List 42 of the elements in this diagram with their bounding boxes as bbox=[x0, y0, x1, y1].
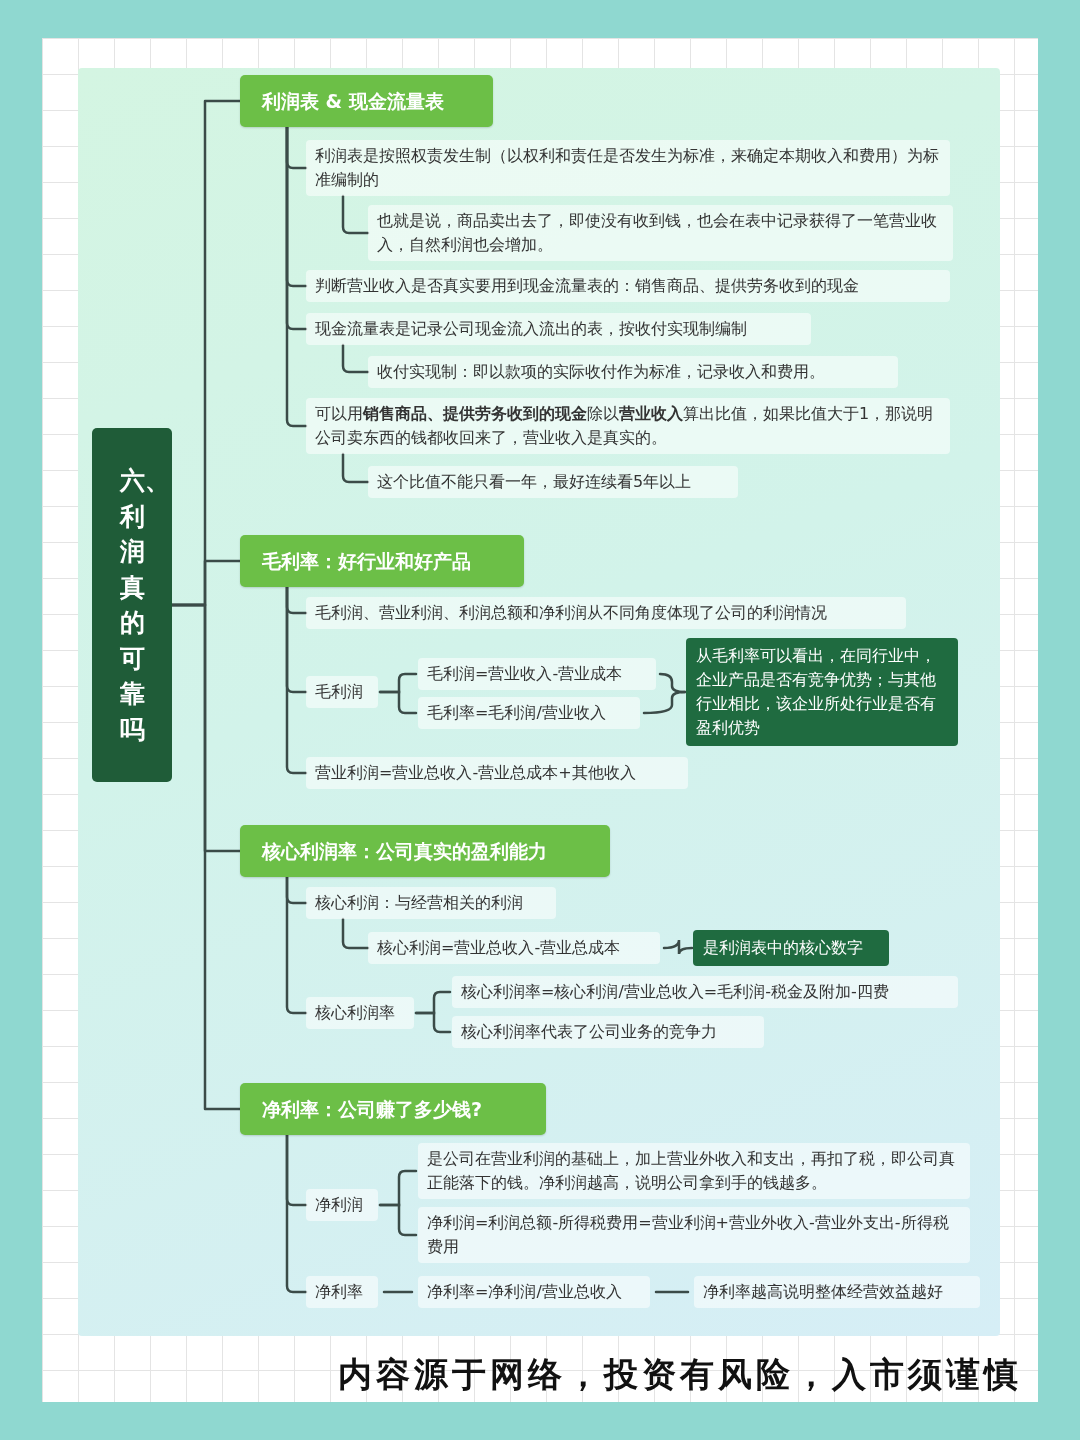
connector-line bbox=[341, 343, 370, 374]
connector-line bbox=[170, 603, 242, 1111]
note-text: 毛利润 bbox=[306, 676, 378, 708]
note-text: 核心利润率代表了公司业务的竞争力 bbox=[452, 1016, 764, 1048]
connector-line bbox=[414, 1011, 452, 1034]
note-text: 净利润 bbox=[306, 1189, 378, 1221]
note-text: 核心利润=营业总收入-营业总成本 bbox=[368, 932, 660, 964]
note-text: 判断营业收入是否真实要用到现金流量表的：销售商品、提供劳务收到的现金 bbox=[306, 270, 950, 302]
note-text: 净利率 bbox=[306, 1276, 378, 1308]
note-text: 营业利润=营业总收入-营业总成本+其他收入 bbox=[306, 757, 688, 789]
branch-heading: 核心利润率：公司真实的盈利能力 bbox=[240, 825, 610, 877]
connector-line bbox=[382, 1290, 414, 1294]
highlight-box: 从毛利率可以看出，在同行业中，企业产品是否有竞争优势；与其他行业相比，该企业所处行业是否有盈利优势 bbox=[686, 638, 958, 746]
note-text: 也就是说，商品卖出去了，即使没有收到钱，也会在表中记录获得了一笔营业收入，自然利润也会增加。 bbox=[368, 205, 953, 261]
note-text: 可以用销售商品、提供劳务收到的现金除以营业收入算出比值，如果比值大于1，那说明公司卖东西的钱都收回来了，营业收入是真实的。 bbox=[306, 398, 950, 454]
title-box: 六、利润真的可靠吗 bbox=[92, 428, 172, 782]
connector-line bbox=[341, 452, 370, 484]
note-text: 净利率=净利润/营业总收入 bbox=[418, 1276, 650, 1308]
connector-line bbox=[341, 917, 370, 950]
note-text: 收付实现制：即以款项的实际收付作为标准，记录收入和费用。 bbox=[368, 356, 898, 388]
connector-line bbox=[341, 194, 370, 235]
connector-line bbox=[654, 1290, 690, 1294]
note-text: 毛利润、营业利润、利润总额和净利润从不同角度体现了公司的利润情况 bbox=[306, 597, 906, 629]
note-text: 核心利润率=核心利润/营业总收入=毛利润-税金及附加-四费 bbox=[452, 976, 958, 1008]
disclaimer-text: 内容源于网络，投资有风险，入市须谨慎 bbox=[338, 1353, 1022, 1396]
note-text: 毛利润=营业收入-营业成本 bbox=[418, 658, 656, 690]
note-text: 净利率越高说明整体经营效益越好 bbox=[694, 1276, 980, 1308]
note-text: 利润表是按照权责发生制（以权利和责任是否发生为标准，来确定本期收入和费用）为标准编制的 bbox=[306, 140, 950, 196]
branch-heading: 利润表 & 现金流量表 bbox=[240, 75, 493, 127]
note-text: 核心利润率 bbox=[306, 997, 414, 1029]
highlight-box: 是利润表中的核心数字 bbox=[693, 930, 889, 966]
branch-heading: 净利率：公司赚了多少钱? bbox=[240, 1083, 546, 1135]
note-text: 毛利率=毛利润/营业收入 bbox=[418, 697, 640, 729]
note-text: 是公司在营业利润的基础上，加上营业外收入和支出，再扣了税，即公司真正能落下的钱。净利润越高，说明公司拿到手的钱越多。 bbox=[418, 1143, 970, 1199]
note-text: 现金流量表是记录公司现金流入流出的表，按收付实现制编制 bbox=[306, 313, 811, 345]
curly-brace-connector bbox=[662, 938, 694, 956]
branch-heading: 毛利率：好行业和好产品 bbox=[240, 535, 524, 587]
curly-brace-connector bbox=[642, 690, 687, 715]
connector-line bbox=[378, 690, 418, 715]
note-text: 核心利润：与经营相关的利润 bbox=[306, 887, 556, 919]
note-text: 净利润=利润总额-所得税费用=营业利润+营业外收入-营业外支出-所得税费用 bbox=[418, 1207, 970, 1263]
note-text: 这个比值不能只看一年，最好连续看5年以上 bbox=[368, 466, 738, 498]
